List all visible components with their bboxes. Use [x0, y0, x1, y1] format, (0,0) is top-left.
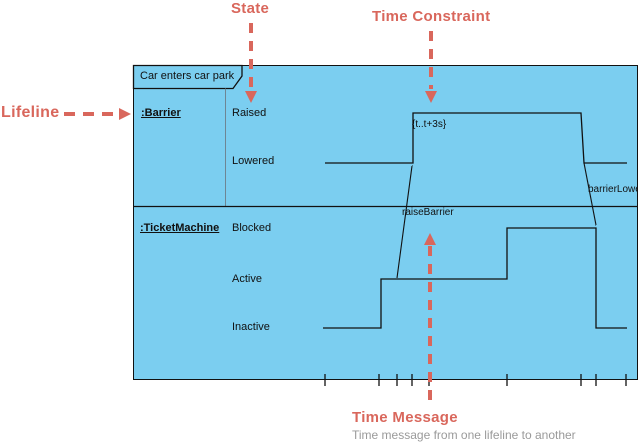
time-constraint-value: {t..t+3s} — [412, 119, 447, 130]
time-message-callout-description: Time message from one lifeline to anothe… — [352, 428, 576, 442]
lifeline-name-barrier: :Barrier — [141, 107, 181, 119]
time-constraint-callout-heading: Time Constraint — [372, 8, 491, 25]
state-label-active: Active — [232, 273, 262, 285]
frame-title-label: Car enters car park — [140, 70, 235, 82]
message-label-raise-barrier: raiseBarrier — [402, 207, 454, 218]
state-callout-heading: State — [231, 0, 270, 17]
lifeline-arrowhead-icon — [119, 108, 131, 120]
state-label-raised: Raised — [232, 107, 267, 119]
message-label-barrier-lowered: barrierLowered — [588, 184, 637, 195]
lifeline-name-ticketmachine: :TicketMachine — [140, 222, 220, 234]
state-label-blocked: Blocked — [232, 222, 272, 234]
state-label-inactive: Inactive — [232, 321, 270, 333]
time-message-callout-heading: Time Message — [352, 409, 458, 426]
lifeline-callout-heading: Lifeline — [1, 104, 60, 121]
state-label-lowered: Lowered — [232, 155, 275, 167]
